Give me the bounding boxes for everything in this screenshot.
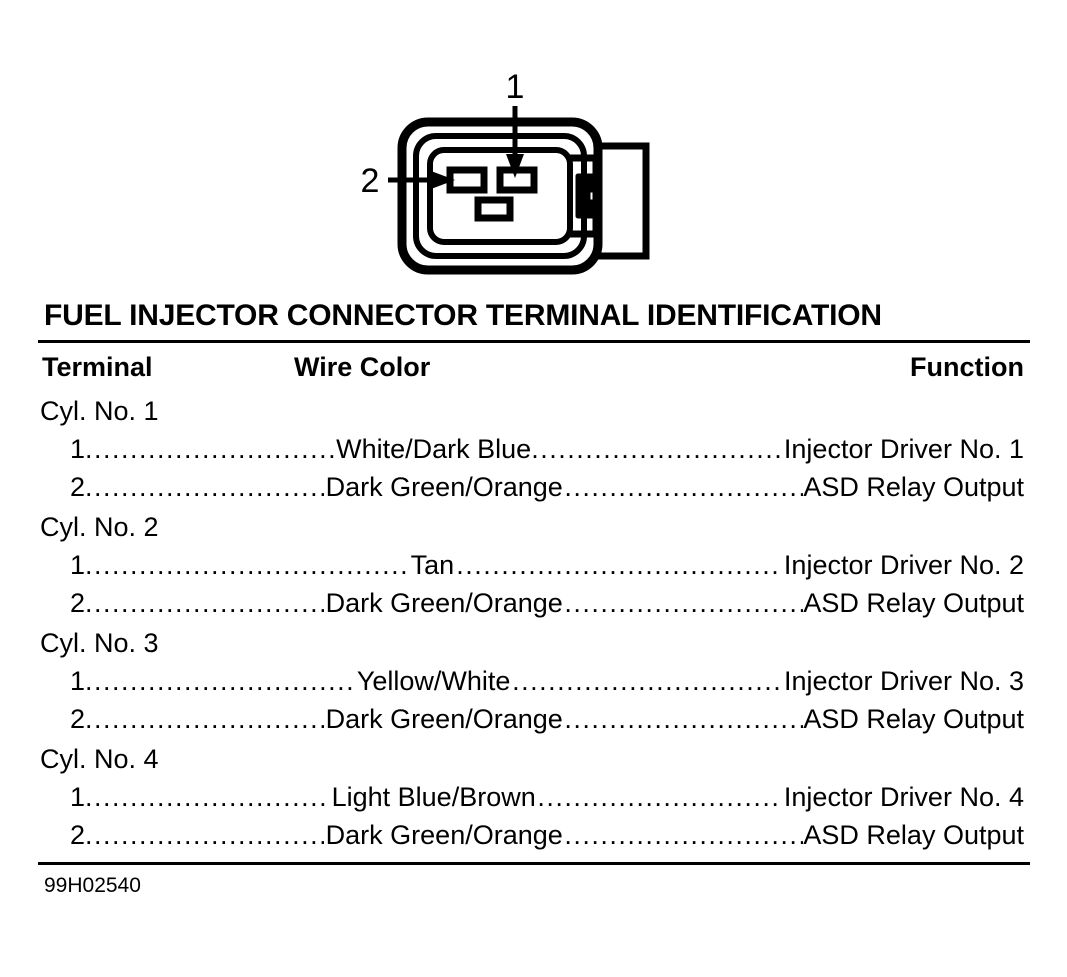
row-terminal: 2 bbox=[70, 820, 86, 850]
row-function: Injector Driver No. 2 bbox=[783, 550, 1024, 580]
table-header-row: Terminal Wire Color Function bbox=[40, 352, 1024, 390]
column-header-terminal: Terminal bbox=[42, 352, 153, 382]
dot-leader bbox=[531, 430, 782, 468]
row-function: Injector Driver No. 4 bbox=[783, 782, 1024, 812]
row-function: ASD Relay Output bbox=[803, 472, 1024, 502]
connector-inner-cavity bbox=[427, 147, 573, 245]
dot-leader bbox=[512, 662, 782, 700]
cylinder-group: Cyl. No. 4 1 Light Blue/Brown Injector D… bbox=[40, 740, 1024, 854]
terminal-identification-table: Terminal Wire Color Function Cyl. No. 1 … bbox=[40, 352, 1024, 854]
row-wire-color: Tan bbox=[410, 550, 455, 580]
row-function: ASD Relay Output bbox=[803, 704, 1024, 734]
column-header-function: Function bbox=[910, 352, 1024, 382]
cylinder-group: Cyl. No. 2 1 Tan Injector Driver No. 2 2… bbox=[40, 508, 1024, 622]
figure-reference-code: 99H02540 bbox=[44, 874, 141, 897]
connector-latch-plate bbox=[570, 154, 600, 238]
callout-2-label: 2 bbox=[361, 162, 380, 200]
dot-leader bbox=[564, 584, 803, 622]
row-terminal: 1 bbox=[70, 434, 86, 464]
column-header-wire-color: Wire Color bbox=[294, 352, 431, 382]
row-function: ASD Relay Output bbox=[803, 820, 1024, 850]
table-bottom-rule bbox=[38, 862, 1030, 865]
dot-leader bbox=[85, 662, 355, 700]
table-top-rule bbox=[38, 340, 1030, 343]
connector-alignment-slot bbox=[474, 196, 514, 222]
table-row: 1 White/Dark Blue Injector Driver No. 1 bbox=[40, 430, 1024, 468]
dot-leader bbox=[564, 700, 803, 738]
figure-title: FUEL INJECTOR CONNECTOR TERMINAL IDENTIF… bbox=[44, 299, 882, 332]
dot-leader bbox=[85, 546, 411, 584]
row-function: ASD Relay Output bbox=[803, 588, 1024, 618]
row-function: Injector Driver No. 1 bbox=[783, 434, 1024, 464]
connector-illustration: 1 2 bbox=[361, 68, 650, 275]
dot-leader bbox=[85, 430, 336, 468]
row-terminal: 2 bbox=[70, 588, 86, 618]
callout-1-label: 1 bbox=[506, 68, 525, 106]
row-wire-color: White/Dark Blue bbox=[336, 434, 532, 464]
dot-leader bbox=[564, 816, 803, 854]
cylinder-label: Cyl. No. 4 bbox=[40, 744, 159, 774]
callout-2-arrow-head bbox=[431, 171, 455, 189]
row-terminal: 2 bbox=[70, 704, 86, 734]
table-row: 2 Dark Green/Orange ASD Relay Output bbox=[40, 584, 1024, 622]
row-wire-color: Dark Green/Orange bbox=[325, 704, 563, 734]
row-wire-color: Yellow/White bbox=[356, 666, 511, 696]
callout-1-arrow-head bbox=[506, 154, 524, 178]
row-terminal: 2 bbox=[70, 472, 86, 502]
row-wire-color: Dark Green/Orange bbox=[325, 820, 563, 850]
cylinder-label: Cyl. No. 3 bbox=[40, 628, 159, 658]
row-terminal: 1 bbox=[70, 666, 86, 696]
cylinder-group: Cyl. No. 1 1 White/Dark Blue Injector Dr… bbox=[40, 392, 1024, 506]
dot-leader bbox=[85, 778, 330, 816]
dot-leader bbox=[85, 584, 324, 622]
terminal-slot-1 bbox=[496, 166, 538, 194]
row-wire-color: Dark Green/Orange bbox=[325, 588, 563, 618]
row-terminal: 1 bbox=[70, 550, 86, 580]
cylinder-label: Cyl. No. 1 bbox=[40, 396, 159, 426]
table-row: 2 Dark Green/Orange ASD Relay Output bbox=[40, 468, 1024, 506]
table-row: 1 Light Blue/Brown Injector Driver No. 4 bbox=[40, 778, 1024, 816]
connector-latch-notch bbox=[575, 173, 603, 219]
dot-leader bbox=[537, 778, 782, 816]
row-wire-color: Light Blue/Brown bbox=[331, 782, 536, 812]
dot-leader bbox=[85, 700, 324, 738]
table-row: 2 Dark Green/Orange ASD Relay Output bbox=[40, 816, 1024, 854]
table-row: 1 Yellow/White Injector Driver No. 3 bbox=[40, 662, 1024, 700]
dot-leader bbox=[85, 816, 324, 854]
row-function: Injector Driver No. 3 bbox=[783, 666, 1025, 696]
table-row: 2 Dark Green/Orange ASD Relay Output bbox=[40, 700, 1024, 738]
dot-leader bbox=[456, 546, 782, 584]
table-row: 1 Tan Injector Driver No. 2 bbox=[40, 546, 1024, 584]
dot-leader bbox=[85, 468, 324, 506]
dot-leader bbox=[564, 468, 803, 506]
row-wire-color: Dark Green/Orange bbox=[325, 472, 563, 502]
cylinder-label: Cyl. No. 2 bbox=[40, 512, 159, 542]
cylinder-group: Cyl. No. 3 1 Yellow/White Injector Drive… bbox=[40, 624, 1024, 738]
terminal-slot-2 bbox=[446, 166, 488, 194]
connector-diagram: 1 2 bbox=[0, 0, 1067, 290]
row-terminal: 1 bbox=[70, 782, 86, 812]
